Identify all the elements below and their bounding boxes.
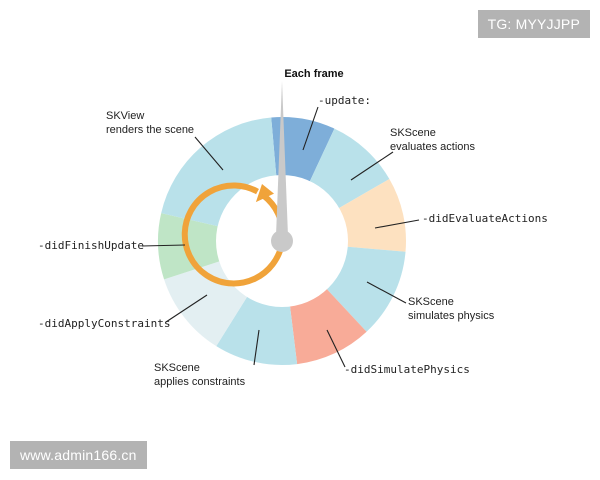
ring-segment-apply-constraints bbox=[216, 294, 298, 366]
ring-segment-update bbox=[271, 117, 335, 184]
label-evaluate-actions-line2: evaluates actions bbox=[390, 141, 475, 153]
ring-segment-did-simulate-physics bbox=[289, 287, 367, 365]
leader-did-finish-update bbox=[141, 244, 186, 247]
leader-evaluate-actions bbox=[350, 151, 394, 181]
needle-hub bbox=[271, 230, 293, 252]
label-update: -update: bbox=[318, 94, 371, 107]
label-did-simulate-physics: -didSimulatePhysics bbox=[344, 363, 470, 376]
leader-did-simulate-physics bbox=[326, 329, 346, 368]
label-did-apply-constraints: -didApplyConstraints bbox=[38, 317, 170, 330]
label-did-finish-update: -didFinishUpdate bbox=[38, 239, 144, 252]
leader-render bbox=[194, 136, 224, 171]
frame-needle bbox=[276, 81, 288, 236]
leader-did-evaluate-actions bbox=[374, 219, 420, 229]
ring-segment-did-evaluate-actions bbox=[336, 179, 406, 252]
leader-did-apply-constraints bbox=[165, 294, 208, 323]
ring-segment-render bbox=[161, 117, 277, 227]
watermark-top: TG: MYYJJPP bbox=[477, 10, 590, 38]
ring-segment-evaluate-actions bbox=[308, 128, 390, 210]
leader-simulate-physics bbox=[366, 281, 407, 304]
leader-lines bbox=[141, 106, 420, 368]
leader-update bbox=[302, 106, 319, 151]
ring-segment-simulate-physics bbox=[324, 246, 406, 332]
watermark-bottom: www.admin166.cn bbox=[10, 441, 147, 469]
label-evaluate-actions-line1: SKScene bbox=[390, 127, 436, 139]
label-apply-constraints-line2: applies constraints bbox=[154, 376, 246, 388]
cycle-arrowhead bbox=[255, 184, 274, 203]
ring-segment-did-finish-update bbox=[157, 213, 223, 280]
label-did-evaluate-actions: -didEvaluateActions bbox=[422, 212, 548, 225]
label-render-line1: SKView bbox=[106, 110, 144, 122]
each-frame-title: Each frame bbox=[284, 68, 343, 80]
label-simulate-physics-line1: SKScene bbox=[408, 296, 454, 308]
label-render-line2: renders the scene bbox=[106, 124, 194, 136]
leader-apply-constraints bbox=[253, 329, 260, 366]
label-simulate-physics-line2: simulates physics bbox=[408, 310, 495, 322]
label-apply-constraints-line1: SKScene bbox=[154, 362, 200, 374]
